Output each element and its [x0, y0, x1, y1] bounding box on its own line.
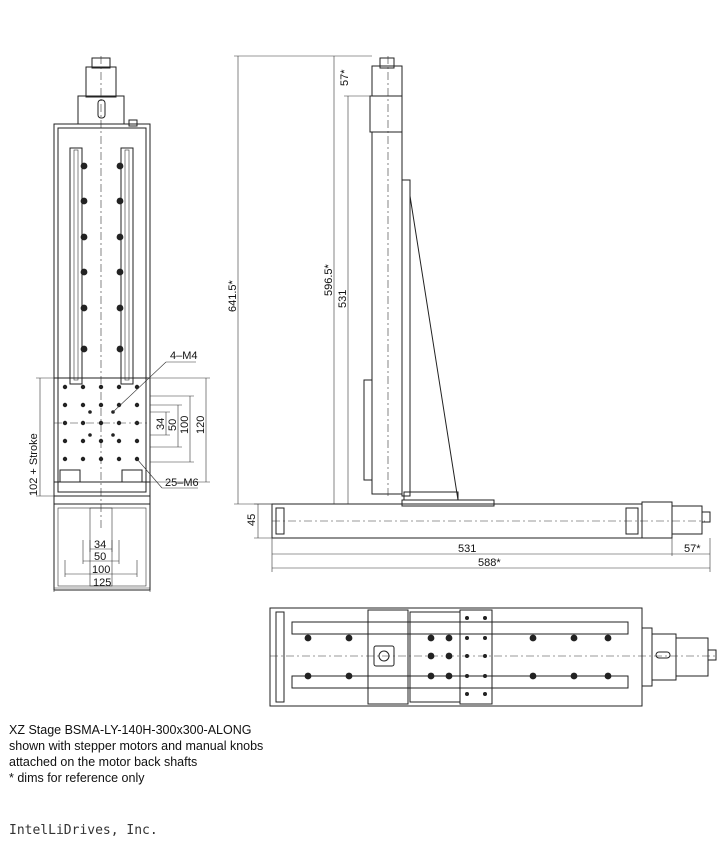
dim-125-horizontal: 125 [93, 577, 111, 589]
top-view [269, 607, 717, 707]
front-rail-holes [80, 162, 124, 353]
front-base-block [53, 503, 151, 591]
caption-line-3: attached on the motor back shafts [9, 755, 198, 769]
side-support-bracket [409, 195, 459, 501]
dim-45: 45 [246, 514, 258, 526]
dim-120-vertical: 120 [195, 416, 207, 434]
side-base-motor [641, 501, 673, 539]
drawing-caption: XZ Stage BSMA-LY-140H-300x300-ALONG show… [9, 722, 263, 786]
caption-line-4: * dims for reference only [9, 771, 145, 785]
top-stage-body [269, 607, 643, 707]
top-motor [651, 633, 677, 681]
dim-57-right: 57* [684, 543, 701, 555]
label-4m4: 4–M4 [170, 350, 198, 362]
side-motor-knob [379, 57, 395, 69]
front-view: 4–M4 25–M6 34 50 100 120 102 + Stroke 34 [28, 56, 210, 592]
front-carriage [53, 377, 151, 483]
side-motor-body [371, 65, 403, 97]
dim-34-horizontal: 34 [94, 539, 106, 551]
top-holes [304, 616, 612, 696]
company-name: IntelLiDrives, Inc. [9, 823, 158, 838]
dim-588: 588* [478, 557, 501, 569]
side-view: 641.5* 596.5* 531 57* 45 531 57* 588* [227, 55, 711, 572]
dim-100-horizontal: 100 [92, 564, 110, 576]
front-motor-slot [97, 99, 106, 119]
dim-stroke: 102 + Stroke [28, 433, 40, 496]
front-small-screw [128, 119, 138, 127]
front-rail-right [120, 147, 134, 385]
dim-531-horizontal: 531 [458, 543, 476, 555]
dim-50-horizontal: 50 [94, 551, 106, 563]
side-vertical-column [371, 131, 403, 495]
caption-line-2: shown with stepper motors and manual kno… [9, 739, 264, 753]
dim-34-vertical: 34 [155, 418, 167, 430]
dim-50-vertical: 50 [167, 419, 179, 431]
dim-641: 641.5* [227, 279, 239, 312]
dim-596: 596.5* [323, 263, 335, 296]
top-column-foot [367, 609, 409, 705]
front-rail-left [69, 147, 83, 385]
dim-100-vertical: 100 [179, 416, 191, 434]
dim-531-vertical: 531 [337, 290, 349, 308]
dim-57-top: 57* [339, 69, 351, 86]
label-25m6: 25–M6 [165, 477, 199, 489]
caption-line-1: XZ Stage BSMA-LY-140H-300x300-ALONG [9, 723, 252, 737]
